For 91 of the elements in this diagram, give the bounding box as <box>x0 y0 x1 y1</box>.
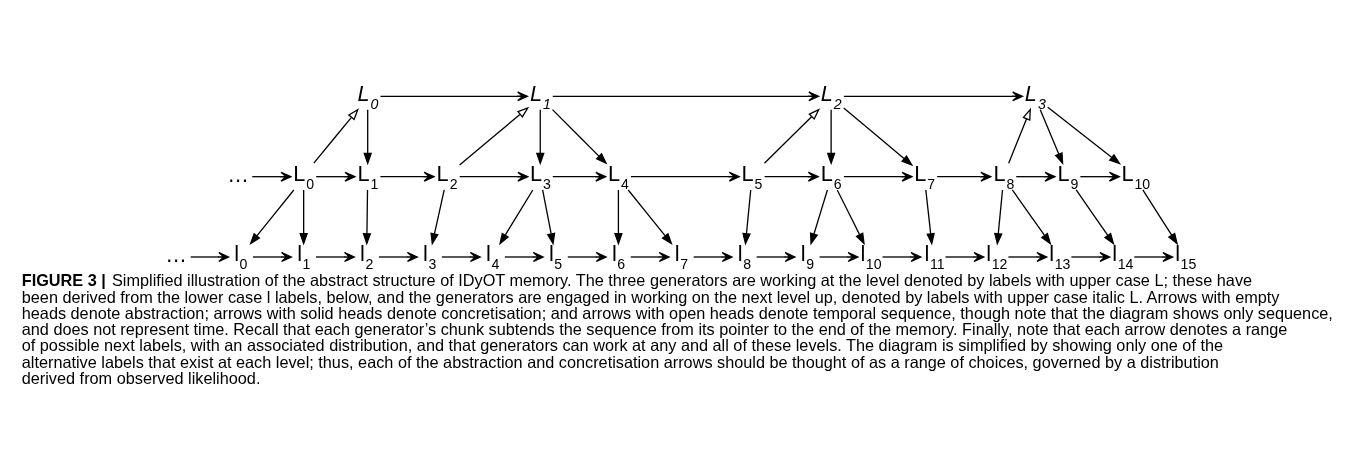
node-text: l$_{10}$ <box>860 241 882 273</box>
arrow <box>441 251 481 263</box>
arrow <box>1015 171 1056 182</box>
arrow <box>542 189 556 246</box>
node-text: L$_{1}$ <box>357 161 379 193</box>
arrow <box>190 251 230 263</box>
node-text: l$_{0}$ <box>234 241 248 273</box>
arrow <box>843 91 1024 102</box>
node-text: l$_{2}$ <box>360 241 374 273</box>
arrow <box>378 251 418 263</box>
arrow <box>630 171 740 182</box>
arrow <box>809 189 829 246</box>
arrow <box>315 171 356 182</box>
node-text: L$_{6}$ <box>820 161 842 193</box>
arrow <box>551 109 608 165</box>
node-text: l$_{9}$ <box>800 241 815 273</box>
node-text: l$_{12}$ <box>986 241 1008 273</box>
node-text: L$_{7}$ <box>914 161 936 193</box>
node-text: l$_{3}$ <box>423 241 437 273</box>
arrow <box>1079 171 1120 182</box>
arrow <box>1142 189 1179 246</box>
arrow <box>459 171 529 182</box>
arrow <box>249 189 295 246</box>
node-text: l$_{5}$ <box>548 241 563 273</box>
arrow <box>363 109 373 166</box>
arrow <box>1008 107 1031 164</box>
node-text: l$_{7}$ <box>674 241 689 273</box>
arrow <box>1070 251 1111 263</box>
arrow <box>1011 189 1052 246</box>
arrow <box>299 189 308 246</box>
arrow <box>379 171 435 182</box>
arrow <box>763 108 821 164</box>
node-text: L$_{0}$ <box>357 80 379 112</box>
node-text: l$_{8}$ <box>737 241 752 273</box>
arrow <box>552 171 607 182</box>
arrow <box>843 107 914 167</box>
arrow <box>742 189 752 246</box>
node-text: L$_{10}$ <box>1121 161 1151 193</box>
arrow <box>627 189 673 246</box>
arrow <box>252 251 293 263</box>
arrow <box>504 251 544 263</box>
arrow <box>362 189 372 246</box>
arrow <box>836 189 865 246</box>
node-text: l$_{6}$ <box>611 241 626 273</box>
arrow <box>693 251 733 263</box>
node-text: L$_{4}$ <box>608 161 629 193</box>
arrow <box>630 251 670 263</box>
arrow <box>936 171 992 182</box>
node-text: L$_{5}$ <box>741 161 763 193</box>
node-text: l$_{11}$ <box>924 241 945 273</box>
node-text: … <box>227 162 249 188</box>
arrow <box>944 251 985 263</box>
node-text: L$_{2}$ <box>820 80 842 112</box>
node-text: l$_{4}$ <box>486 241 500 273</box>
arrow <box>535 109 545 166</box>
arrow <box>818 251 859 263</box>
arrow <box>1047 106 1122 165</box>
node-text: L$_{9}$ <box>1057 161 1079 193</box>
arrow <box>755 251 796 263</box>
node-text: L$_{0}$ <box>293 161 315 193</box>
arrow <box>1039 109 1064 166</box>
arrow <box>379 91 529 102</box>
node-text: l$_{14}$ <box>1112 241 1134 273</box>
node-text: L$_{1}$ <box>529 80 551 112</box>
arrow <box>1075 189 1115 246</box>
node-text: L$_{3}$ <box>529 161 551 193</box>
node-text: … <box>165 242 187 268</box>
node-text: l$_{13}$ <box>1049 241 1071 273</box>
arrow <box>1133 251 1174 263</box>
arrow <box>315 251 355 263</box>
arrow <box>925 189 935 246</box>
arrow <box>614 189 623 246</box>
arrow <box>458 106 530 166</box>
node-text: L$_{2}$ <box>436 161 458 193</box>
arrow <box>567 251 607 263</box>
arrow <box>881 251 922 263</box>
arrow <box>843 171 913 182</box>
node-text: l$_{15}$ <box>1175 241 1197 273</box>
arrow <box>994 189 1004 246</box>
arrow <box>251 171 292 182</box>
arrow <box>499 189 534 246</box>
node-text: l$_{1}$ <box>297 241 311 273</box>
arrow <box>313 108 359 164</box>
arrow <box>1007 251 1048 263</box>
arrow <box>430 189 445 246</box>
caption: FIGURE 3 | Simplified illustration of the abstract structure of IDyOT memory. The three generators are working at the level denoted by labels with upper case L; these have been derived from the lower case l labels, below, and the generators are engaged in working on the next level up, denoted by labels with upper case italic L. Arrows with empty heads denote abstraction; arrows with solid heads denote concretisation; and arrows with open heads denote temporal sequence, though note that the diagram shows only sequence, and does not represent time. Recall that each generator’s chunk subtends the sequence from its pointer to the end of the memory. Finally, note that each arrow denotes a range of possible next labels, with an associated distribution, and that generators can work at any and all of these levels. The diagram is simplified by showing only one of the alternative labels that exist at each level; thus, each of the abstraction and concretisation arrows should be thought of as a range of choices, governed by a distribution derived from observed likelihood. <box>21 271 1333 387</box>
arrow <box>552 91 820 102</box>
arrow <box>826 109 836 166</box>
node-text: L$_{8}$ <box>993 161 1015 193</box>
node-text: L$_{3}$ <box>1024 80 1046 112</box>
arrow <box>763 171 819 182</box>
